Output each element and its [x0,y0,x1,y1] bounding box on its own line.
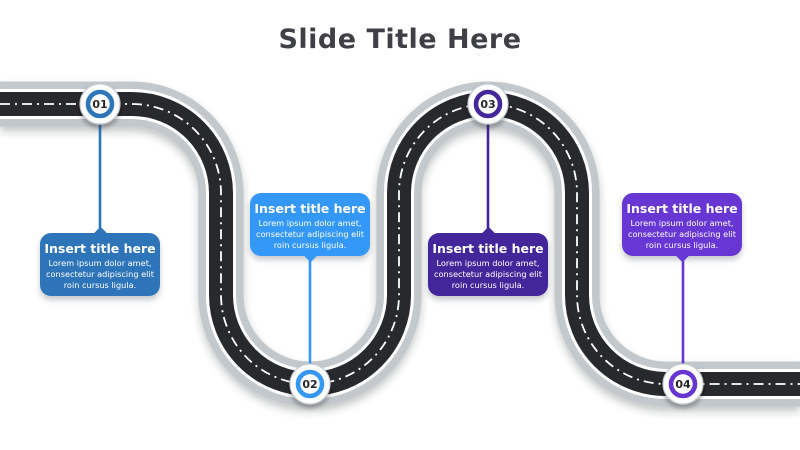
callout-2-title: Insert title here [254,201,366,216]
milestone-marker-1: 01 [79,83,121,125]
marker-3-ring [473,89,503,119]
marker-4-number: 04 [675,378,691,391]
callout-step-4: Insert title here Lorem ipsum dolor amet… [622,193,742,263]
milestone-marker-3: 03 [467,83,509,125]
callout-3-body: Lorem ipsum dolor amet, consectetur adip… [434,258,542,290]
milestone-marker-4: 04 [662,363,704,405]
marker-2-ring [295,369,325,399]
callout-step-3: Insert title here Lorem ipsum dolor amet… [428,226,548,296]
callout-step-1: Insert title here Lorem ipsum dolor amet… [40,226,160,296]
marker-2-number: 02 [302,378,317,391]
marker-1-number: 01 [92,98,107,111]
callout-2-body: Lorem ipsum dolor amet, consectetur adip… [256,218,364,250]
callout-1-title: Insert title here [44,241,156,256]
callout-4-body: Lorem ipsum dolor amet, consectetur adip… [628,218,736,250]
callout-3-title: Insert title here [432,241,544,256]
connectors [98,122,685,366]
marker-1-ring [85,89,115,119]
slide-title: Slide Title Here [278,24,522,55]
callout-4-title: Insert title here [626,201,738,216]
milestone-markers: 01 02 03 04 [79,83,704,405]
milestone-marker-2: 02 [289,363,331,405]
marker-4-ring [668,369,698,399]
marker-3-number: 03 [480,98,495,111]
callout-step-2: Insert title here Lorem ipsum dolor amet… [250,193,370,263]
callout-1-body: Lorem ipsum dolor amet, consectetur adip… [46,258,154,290]
